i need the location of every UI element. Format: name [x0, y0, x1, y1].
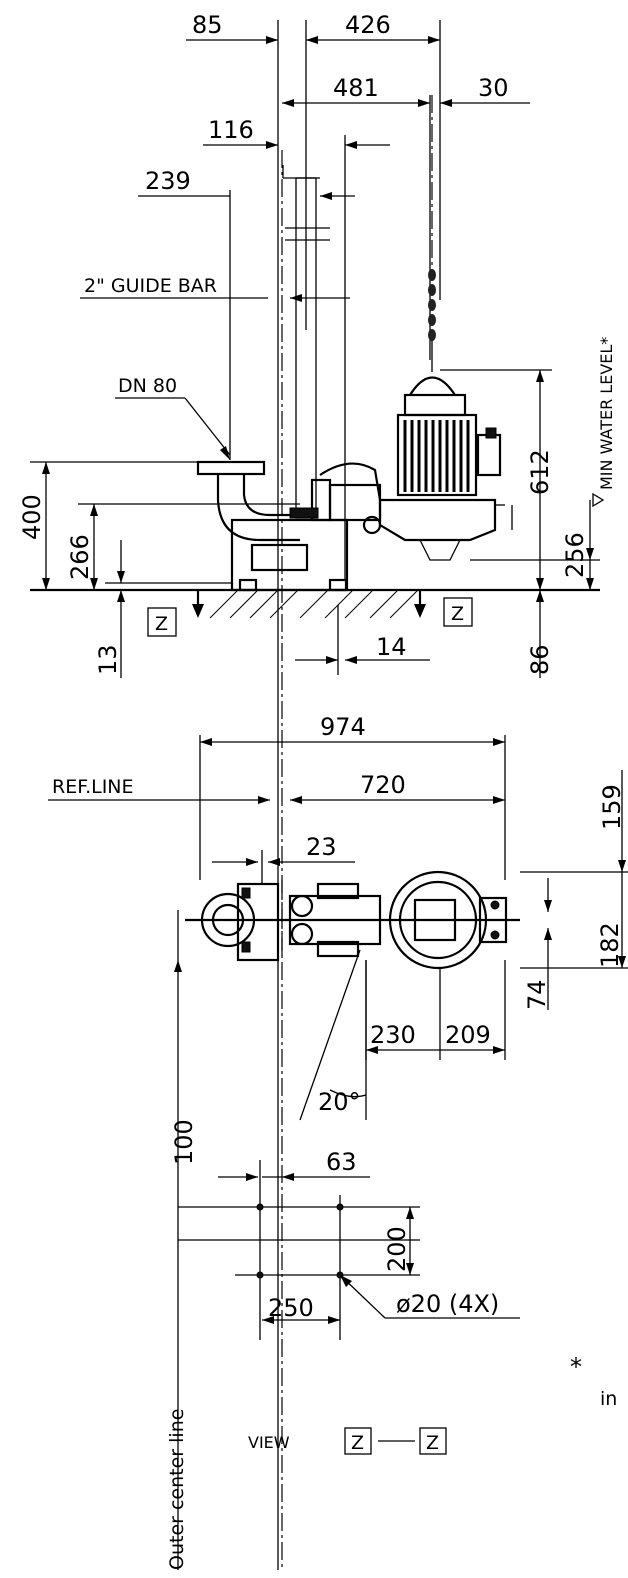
dim-426: 426 — [345, 11, 391, 39]
footnote-partial-text: in — [600, 1388, 617, 1410]
plan-dimension-lines — [48, 735, 506, 885]
dim-116: 116 — [208, 116, 254, 144]
dim-159: 159 — [598, 784, 626, 830]
view-zz-plate — [174, 910, 520, 1570]
dim-14: 14 — [376, 633, 407, 661]
dim-100: 100 — [170, 1119, 198, 1165]
dim-239: 239 — [145, 167, 191, 195]
guide-bar-label: 2" GUIDE BAR — [84, 275, 217, 297]
view-label: VIEW — [248, 1433, 290, 1452]
view-z-left: Z — [351, 1432, 364, 1454]
view-z-box-left — [344, 1427, 372, 1455]
dim-182: 182 — [596, 922, 624, 968]
dim-974: 974 — [320, 713, 366, 741]
dim-13: 13 — [94, 644, 122, 675]
elevation-view — [30, 95, 600, 1570]
dim-400: 400 — [18, 494, 46, 540]
footnote-asterisk: * — [570, 1353, 582, 1381]
dim-63: 63 — [326, 1148, 357, 1176]
dim-720: 720 — [360, 771, 406, 799]
view-z-right: Z — [426, 1432, 439, 1454]
min-water-level-label: MIN WATER LEVEL* — [597, 337, 616, 490]
section-marker-left — [147, 607, 177, 637]
dim-250: 250 — [268, 1294, 314, 1322]
plan-bottom-dims — [299, 949, 506, 1121]
dim-266: 266 — [66, 534, 94, 580]
outer-center-line-label: Outer center line — [166, 1409, 188, 1570]
plan-right-dims — [520, 770, 628, 1010]
dim-200: 200 — [383, 1226, 411, 1272]
dim-85: 85 — [192, 11, 223, 39]
dim-209: 209 — [445, 1021, 491, 1049]
dim-230: 230 — [370, 1021, 416, 1049]
section-z-left: Z — [155, 613, 168, 635]
dim-23: 23 — [306, 833, 337, 861]
dim-74: 74 — [523, 979, 551, 1010]
dn80-leader — [184, 397, 231, 456]
dim-481: 481 — [333, 74, 379, 102]
dim-612: 612 — [526, 449, 554, 495]
ref-line-label: REF.LINE — [52, 776, 134, 798]
dim-256: 256 — [561, 532, 589, 578]
water-level-marker — [592, 492, 605, 508]
plan-view-pump — [185, 870, 520, 970]
left-vertical-dims — [30, 461, 300, 678]
dim-20-degrees: 20° — [318, 1088, 361, 1116]
dim-hole-diameter: ø20 (4X) — [396, 1290, 499, 1318]
section-marker-right — [443, 597, 473, 627]
section-z-right: Z — [451, 603, 464, 625]
dim-86: 86 — [526, 644, 554, 675]
view-z-box-right — [419, 1427, 447, 1455]
top-dimension-lines — [80, 20, 530, 1570]
dim-30: 30 — [478, 74, 509, 102]
right-vertical-dims — [440, 369, 600, 678]
top-dimension-texts: 85 426 481 30 116 239 2" GUIDE BAR DN 80 — [84, 11, 509, 397]
dn80-label: DN 80 — [118, 375, 177, 397]
